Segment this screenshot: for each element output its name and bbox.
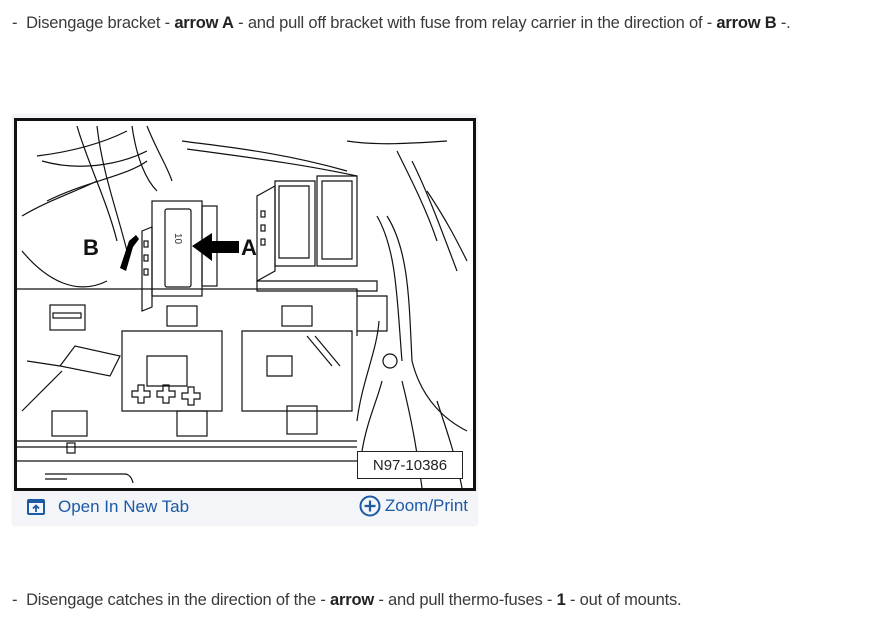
instruction-step-1: - Disengage bracket - arrow A - and pull… bbox=[12, 14, 791, 33]
zoom-plus-circle-icon bbox=[359, 495, 381, 517]
fuse-rating-label: 10 bbox=[172, 232, 184, 245]
step-ref-arrow: arrow bbox=[330, 591, 374, 609]
open-in-new-tab-link[interactable]: Open In New Tab bbox=[27, 497, 189, 517]
bullet: - bbox=[12, 14, 18, 32]
step-text: - and pull off bracket with fuse from re… bbox=[233, 14, 717, 32]
step-ref-item-1: 1 bbox=[556, 591, 566, 609]
open-in-new-tab-label: Open In New Tab bbox=[58, 497, 190, 516]
callout-a: A bbox=[241, 235, 257, 260]
zoom-print-label: Zoom/Print bbox=[384, 496, 468, 515]
step-text: -. bbox=[776, 14, 791, 32]
figure-footer: Open In New Tab Zoom/Print bbox=[13, 491, 477, 525]
step-text: - out of mounts. bbox=[565, 591, 682, 609]
step-text: Disengage bracket - bbox=[26, 14, 175, 32]
callout-b: B bbox=[83, 235, 99, 260]
step-ref-arrow-b: arrow B bbox=[716, 14, 777, 32]
zoom-print-link[interactable]: Zoom/Print bbox=[359, 495, 468, 517]
step-text: - and pull thermo-fuses - bbox=[373, 591, 557, 609]
arrow-b-icon bbox=[120, 235, 139, 271]
step-ref-arrow-a: arrow A bbox=[174, 14, 234, 32]
step-text: Disengage catches in the direction of th… bbox=[26, 591, 331, 609]
arrow-a-icon bbox=[192, 233, 239, 261]
open-new-tab-icon bbox=[27, 499, 45, 515]
figure-id-label: N97-10386 bbox=[357, 451, 463, 479]
bullet: - bbox=[12, 591, 18, 609]
instruction-step-2: - Disengage catches in the direction of … bbox=[12, 591, 682, 610]
figure-container: B A 10 N97-10386 Open In New Tab Zoom/Pr… bbox=[13, 115, 477, 525]
illustration[interactable]: B A 10 N97-10386 bbox=[14, 118, 476, 491]
